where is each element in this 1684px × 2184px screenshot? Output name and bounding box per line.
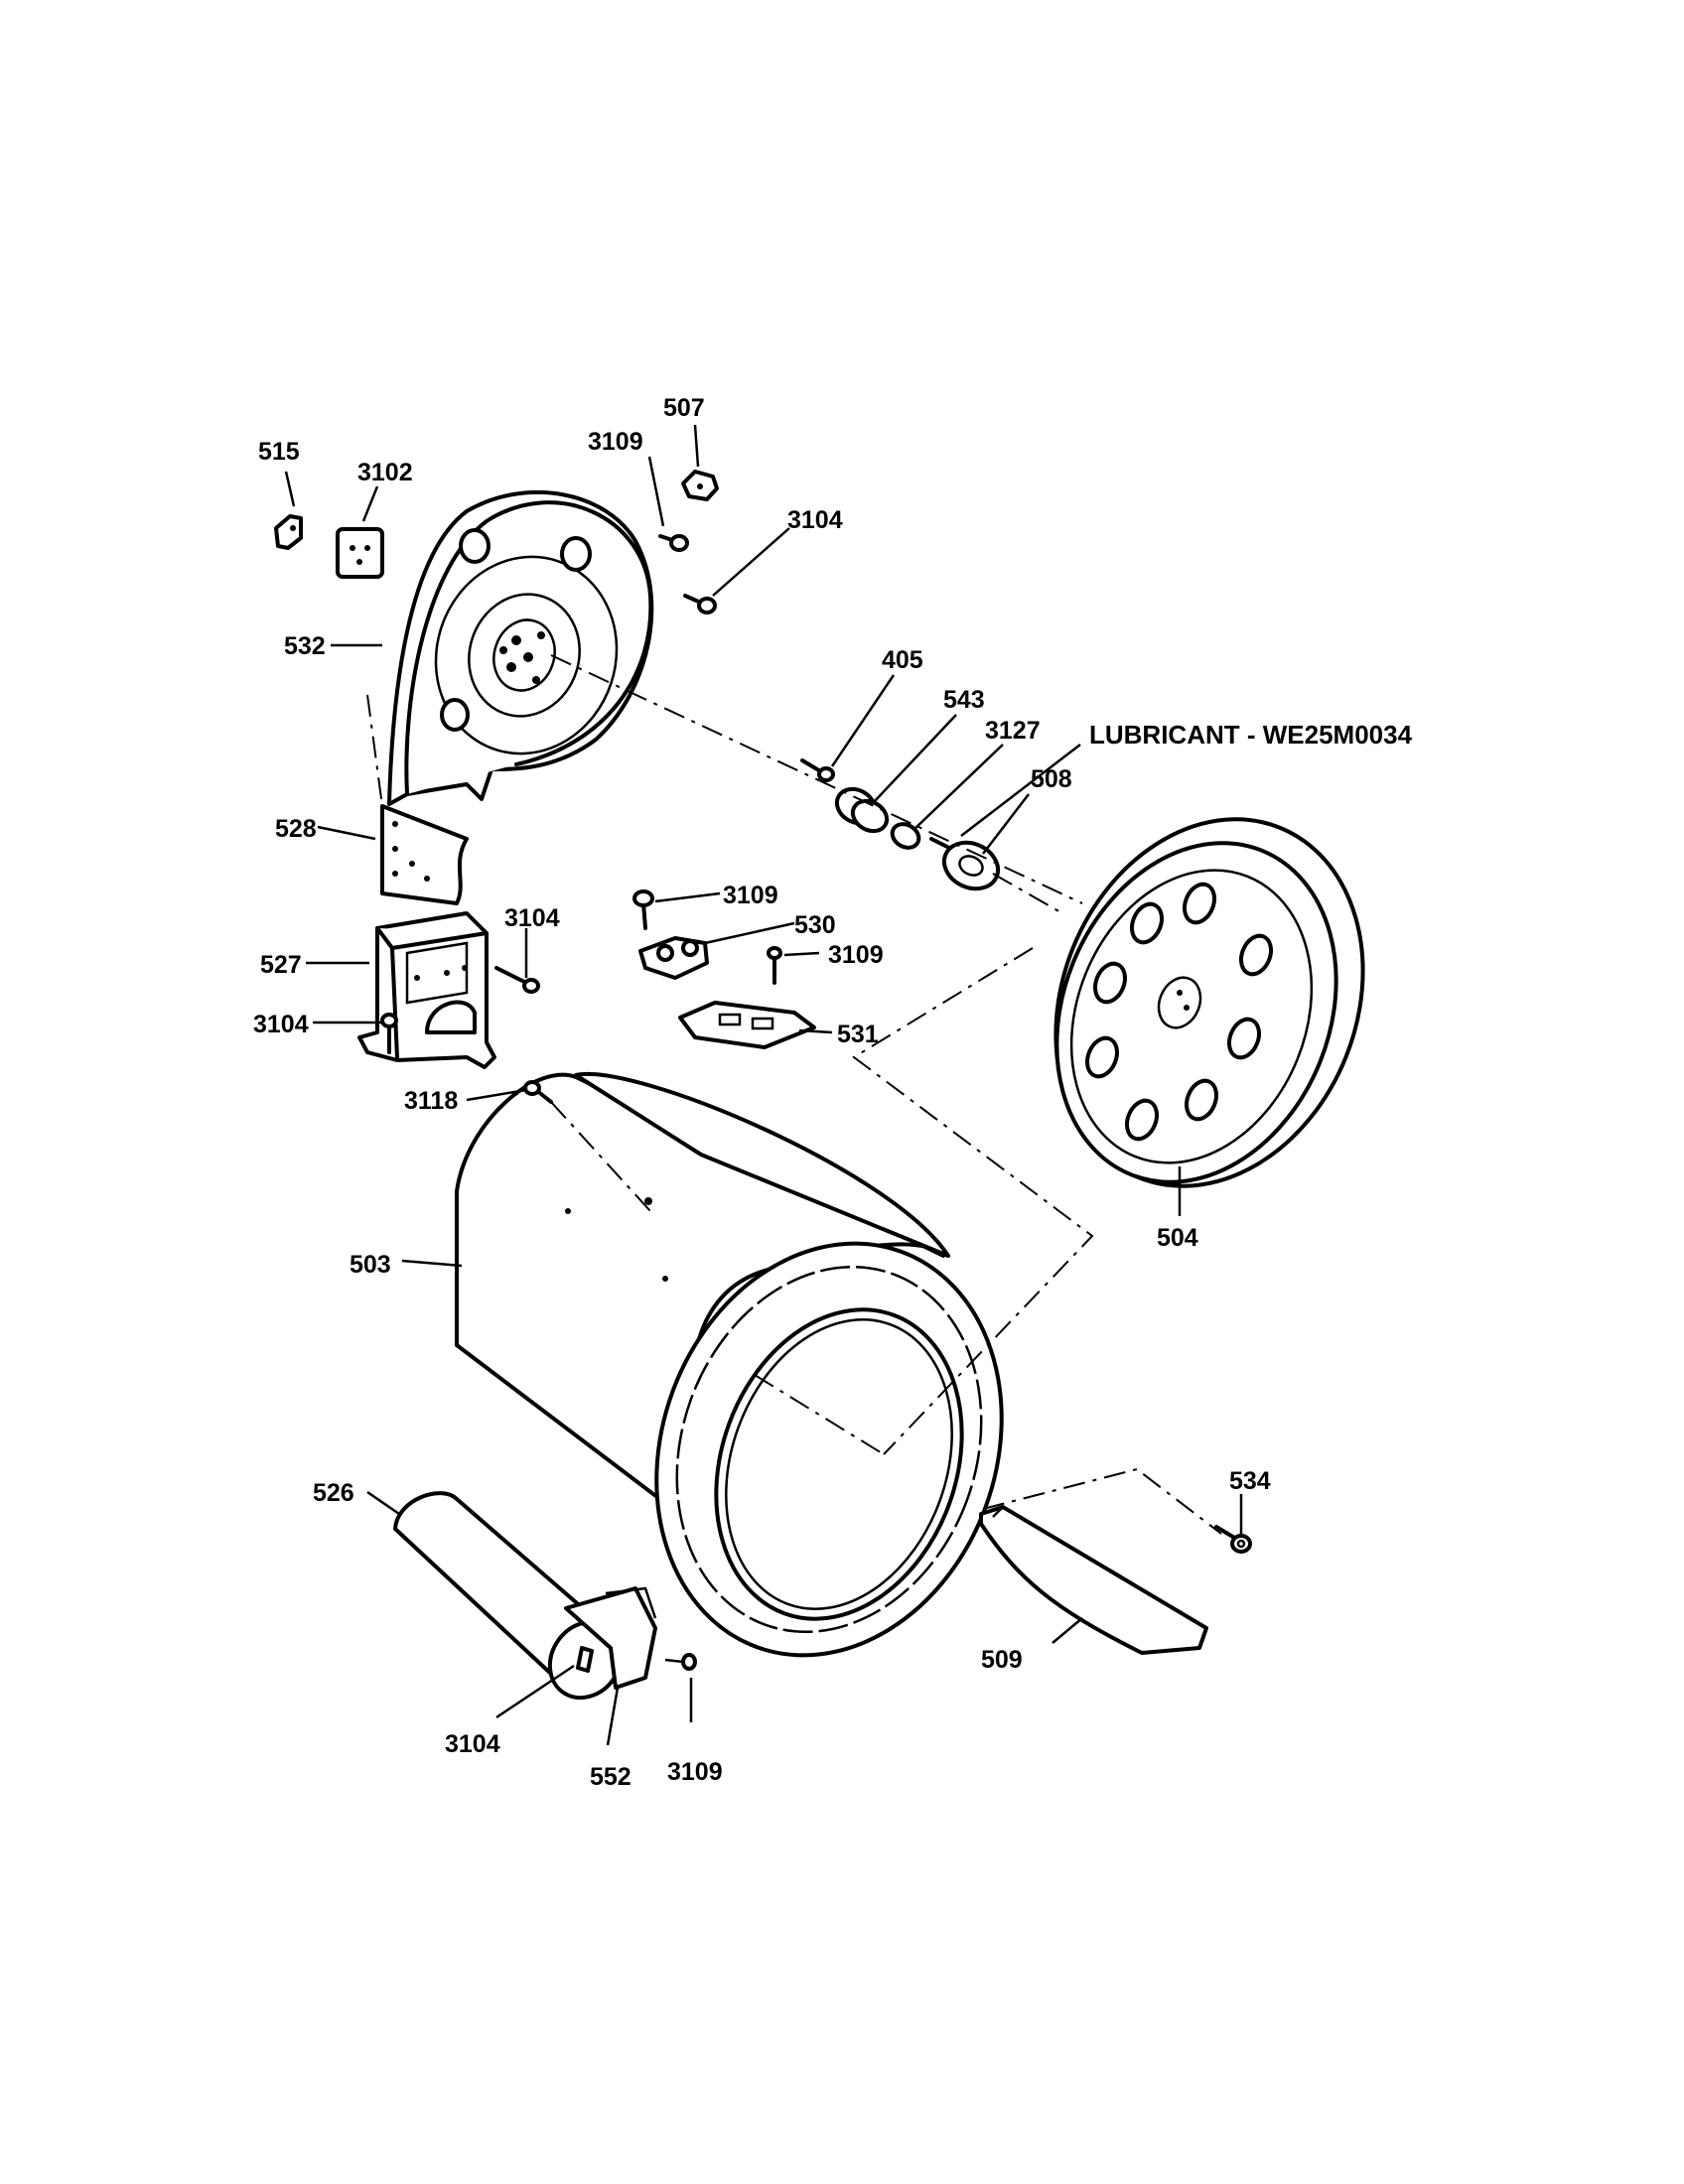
label-526: 526 bbox=[313, 1479, 354, 1507]
label-528: 528 bbox=[275, 815, 317, 843]
label-527: 527 bbox=[260, 951, 302, 979]
label-3109-top: 3109 bbox=[588, 428, 643, 456]
seal-3102[interactable] bbox=[336, 527, 384, 579]
label-3102: 3102 bbox=[357, 459, 413, 486]
screw-3109-top[interactable] bbox=[658, 534, 689, 552]
label-3104-top: 3104 bbox=[787, 506, 843, 534]
label-3109-mid2: 3109 bbox=[828, 941, 884, 969]
heater-526[interactable] bbox=[393, 1491, 657, 1711]
duct-528[interactable] bbox=[380, 804, 469, 905]
assembly-center-lines bbox=[366, 654, 1222, 1535]
label-531: 531 bbox=[837, 1021, 879, 1048]
label-503: 503 bbox=[350, 1251, 391, 1279]
bracket-507[interactable] bbox=[681, 470, 719, 501]
label-534: 534 bbox=[1229, 1467, 1271, 1495]
blower-housing-532[interactable] bbox=[387, 490, 654, 806]
screw-3109-mid2[interactable] bbox=[767, 946, 782, 985]
label-3104-left: 3104 bbox=[253, 1011, 309, 1038]
wheel-504[interactable] bbox=[1003, 772, 1417, 1232]
label-543: 543 bbox=[943, 686, 985, 714]
screw-3104-left[interactable] bbox=[380, 1013, 398, 1054]
screw-3109-bottom[interactable] bbox=[664, 1653, 697, 1671]
clip-515[interactable] bbox=[274, 514, 303, 550]
screw-3104-mid[interactable] bbox=[494, 966, 540, 994]
bearing-543[interactable] bbox=[831, 782, 893, 837]
screw-3109-mid[interactable] bbox=[632, 889, 654, 930]
label-3104-bottom: 3104 bbox=[445, 1730, 500, 1758]
label-3104-mid: 3104 bbox=[504, 904, 560, 932]
label-lubricant: LUBRICANT - WE25M0034 bbox=[1089, 720, 1413, 750]
label-3127: 3127 bbox=[985, 717, 1041, 745]
motor-mount-527[interactable] bbox=[357, 911, 496, 1069]
label-530: 530 bbox=[794, 911, 836, 939]
label-405: 405 bbox=[882, 646, 923, 674]
label-515: 515 bbox=[258, 438, 300, 466]
screw-534[interactable] bbox=[1214, 1525, 1252, 1554]
label-509: 509 bbox=[981, 1646, 1023, 1674]
label-504: 504 bbox=[1157, 1224, 1198, 1252]
plate-531[interactable] bbox=[678, 1001, 816, 1049]
label-532: 532 bbox=[284, 632, 326, 660]
bolt-405[interactable] bbox=[800, 758, 835, 782]
screw-3104-top[interactable] bbox=[683, 594, 717, 614]
label-552: 552 bbox=[590, 1763, 632, 1791]
part-labels: 507 515 3109 3102 3104 532 405 543 3127 … bbox=[253, 394, 1413, 1791]
baffle-509[interactable] bbox=[979, 1505, 1208, 1655]
leader-lines bbox=[284, 424, 1243, 1746]
label-508: 508 bbox=[1031, 765, 1072, 793]
screw-3118[interactable] bbox=[523, 1080, 553, 1104]
shaft-508[interactable] bbox=[929, 834, 1006, 897]
label-3118: 3118 bbox=[404, 1087, 458, 1115]
switch-530[interactable] bbox=[638, 936, 709, 980]
label-3109-mid: 3109 bbox=[723, 882, 778, 909]
label-507: 507 bbox=[663, 394, 705, 422]
label-3109-bottom: 3109 bbox=[667, 1758, 723, 1786]
washer-3127[interactable] bbox=[888, 819, 922, 852]
drum-503[interactable] bbox=[455, 1071, 1057, 1705]
